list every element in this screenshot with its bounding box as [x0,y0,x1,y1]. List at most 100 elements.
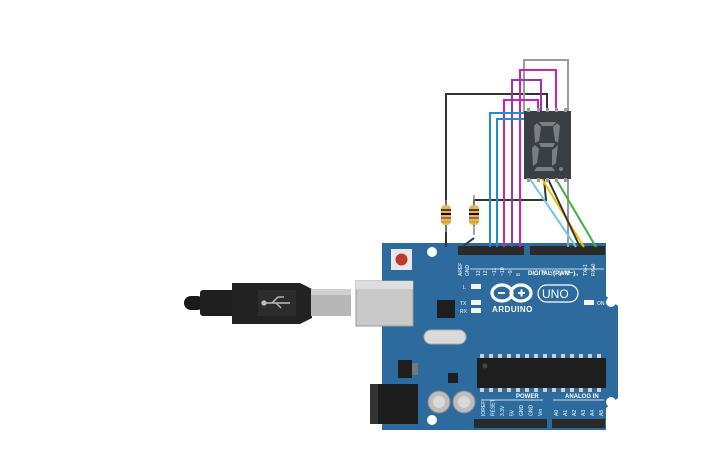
chip-pin [489,388,493,392]
chip-pin [498,388,502,392]
chip-pin [579,354,583,358]
pin-label: 5V [510,409,516,416]
pin-label: A5 [599,410,605,416]
display-pins-bottom [527,178,567,182]
usb-cable[interactable] [184,283,351,324]
digit-segments [532,122,563,171]
seven-segment-display[interactable] [524,108,571,182]
chip-pin [534,354,538,358]
usb-icon [261,296,290,309]
pin-label: ~9 [508,270,514,276]
atmega-chip [477,358,606,388]
wire-purple[interactable] [511,79,542,247]
pin-label: 13 [476,270,482,276]
pin-label: ~6 [542,270,548,276]
pin-label: A4 [590,410,596,416]
reset-button[interactable] [391,249,412,270]
pin-label: 7 [534,273,540,276]
chip-pin [516,388,520,392]
pin-label: TX▸1 [583,264,589,276]
chip-pin [516,354,520,358]
chip-pin [507,354,511,358]
power-analog-header [474,419,605,428]
pin-label: A2 [572,410,578,416]
analog-label: ANALOG IN [565,394,599,400]
svg-text:RX: RX [460,309,468,315]
usb-chip [437,300,455,318]
wire-blue-2[interactable] [496,118,524,247]
resistor[interactable] [441,200,451,232]
mounting-hole [427,247,437,257]
chip-pin [597,388,601,392]
wire-blue[interactable] [489,112,524,247]
wires[interactable] [445,59,597,248]
pin-label: 3.3V [500,405,506,416]
small-chip [448,373,458,383]
wire-magenta-2[interactable] [503,99,539,247]
chip-pin [498,354,502,358]
chip-pin [552,354,556,358]
arduino-logo-icon [490,283,533,303]
pin-label: A0 [554,410,560,416]
wire-black-gnd[interactable] [445,93,548,247]
chip-pin [588,388,592,392]
chip-pin [543,354,547,358]
wire-green[interactable] [555,178,597,248]
resistor[interactable] [469,195,479,235]
pin-label: RX◂0 [591,264,597,276]
led-rx: RX [460,308,481,315]
pin-label: A3 [581,410,587,416]
voltage-regulator [398,360,412,378]
capacitor [427,390,451,414]
svg-text:ON: ON [597,301,605,307]
pin-label: GND [465,265,471,277]
pin-label: ~3 [566,270,572,276]
digital-header [458,246,605,255]
pin-label: A1 [563,410,569,416]
chip-pin [525,388,529,392]
wire-cyan[interactable] [529,178,577,248]
led-tx: TX [460,300,481,307]
atmega-chip-pins [480,354,601,392]
pin-label: 8 [516,273,522,276]
chip-pin [525,354,529,358]
model-label: UNO [542,287,569,301]
capacitor [452,390,476,414]
chip-pin [561,354,565,358]
mounting-hole [606,297,616,307]
wire-black-gnd-link[interactable] [461,237,475,248]
mounting-hole [427,415,437,425]
chip-pin [543,388,547,392]
pin-label: IOREF [481,401,487,416]
led-l: L [463,284,481,291]
pin-label: 4 [558,273,564,276]
chip-pin [579,388,583,392]
chip-pin [588,354,592,358]
pin-label: RESET [491,399,497,416]
chip-pin [561,388,565,392]
chip-pin [480,354,484,358]
led-on: ON [584,300,605,307]
chip-pin [552,388,556,392]
wire-magenta-1[interactable] [519,69,557,247]
chip-pin [534,388,538,392]
pin-label: GND [529,405,535,417]
pin-label: ~5 [550,270,556,276]
pin-label: ~10 [500,267,506,276]
wire-black-3[interactable] [547,178,581,248]
chip-pin [597,354,601,358]
pin-label: 2 [574,273,580,276]
digital-label: DIGITAL (PWM~) [528,271,575,277]
pin-label: Vin [538,409,544,416]
mounting-hole [606,397,616,407]
power-label: POWER [516,394,539,400]
chip-pin [570,388,574,392]
pin-label: GND [519,405,525,417]
display-pins-top [527,108,567,112]
pin-label: 12 [483,270,489,276]
pin-label: AREF [458,263,464,276]
